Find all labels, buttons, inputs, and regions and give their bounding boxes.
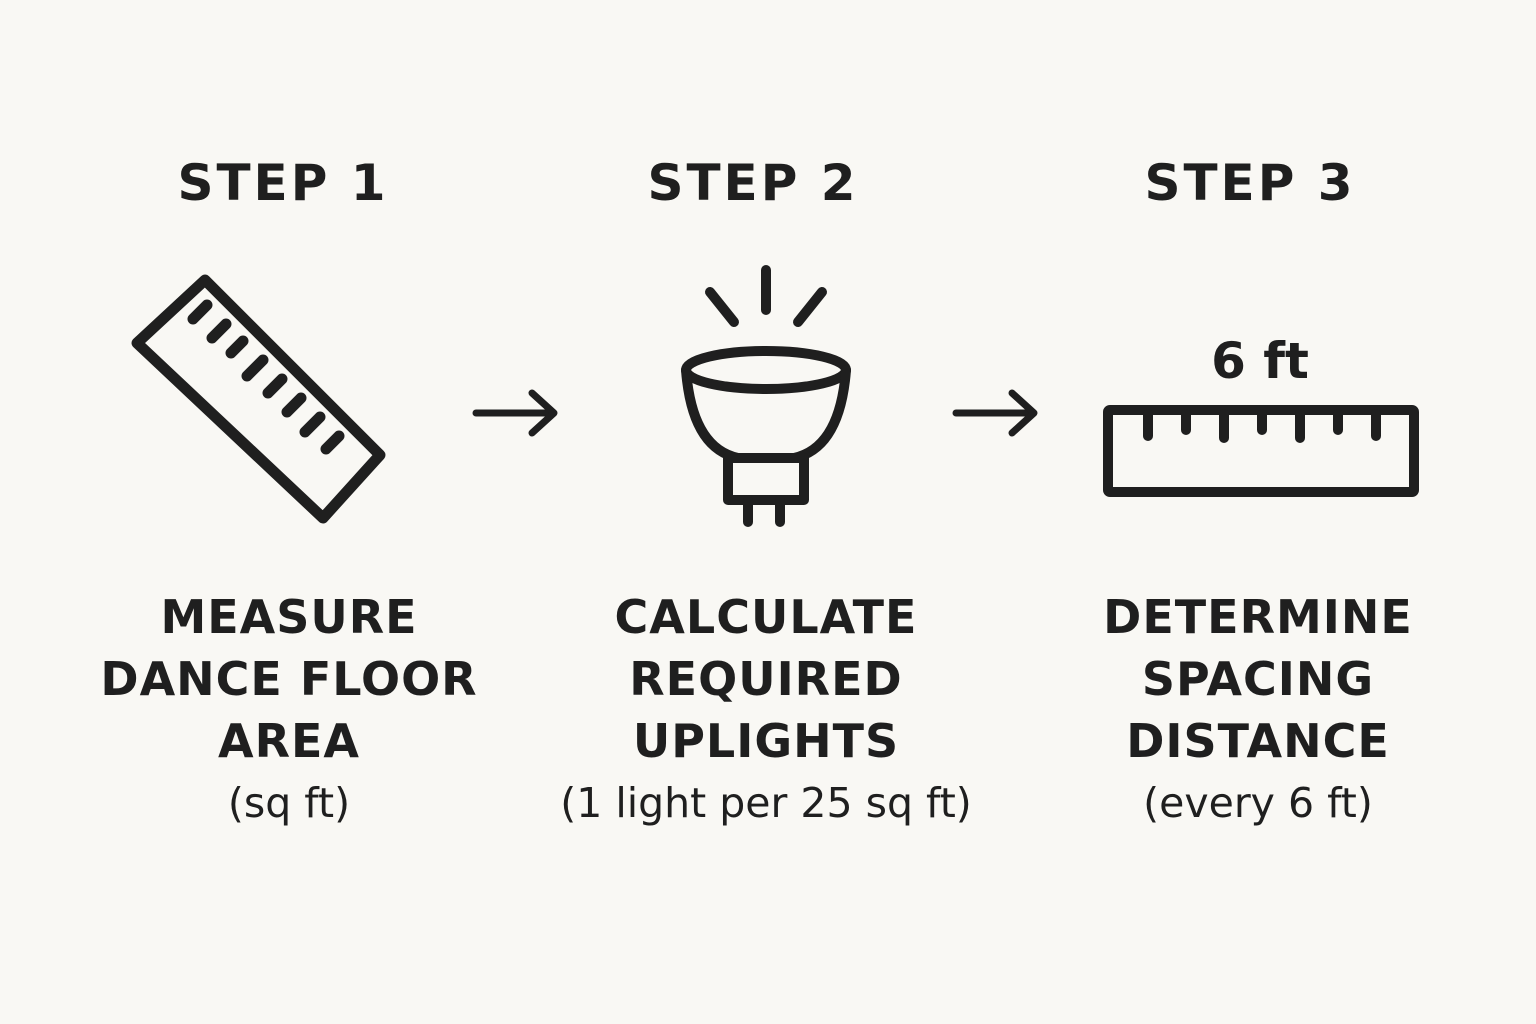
ruler-horizontal-icon [1103, 405, 1419, 497]
uplight-bulb-icon [681, 265, 851, 527]
caption-line: DETERMINE [1103, 590, 1413, 644]
step-3-caption: DETERMINE SPACING DISTANCE (every 6 ft) [1028, 586, 1488, 834]
step-3-title: STEP 3 [1144, 154, 1356, 212]
caption-note: (1 light per 25 sq ft) [560, 779, 972, 827]
step-1-title: STEP 1 [177, 154, 389, 212]
step-2-title: STEP 2 [647, 154, 859, 212]
step-2-caption: CALCULATE REQUIRED UPLIGHTS (1 light per… [536, 586, 996, 834]
caption-line: REQUIRED [629, 652, 903, 706]
caption-line: SPACING [1141, 652, 1375, 706]
step-1-caption: MEASURE DANCE FLOOR AREA (sq ft) [59, 586, 519, 834]
caption-line: DANCE FLOOR [100, 652, 478, 706]
caption-line: DISTANCE [1126, 714, 1390, 768]
caption-note: (every 6 ft) [1143, 779, 1373, 827]
caption-line: AREA [217, 714, 361, 768]
arrow-right-icon [472, 389, 558, 437]
ruler-length-label: 6 ft [1211, 332, 1309, 390]
caption-note: (sq ft) [227, 779, 351, 827]
caption-line: CALCULATE [614, 590, 918, 644]
caption-line: UPLIGHTS [632, 714, 900, 768]
caption-line: MEASURE [160, 590, 418, 644]
arrow-right-icon [952, 389, 1038, 437]
ruler-diagonal-icon [131, 274, 386, 524]
